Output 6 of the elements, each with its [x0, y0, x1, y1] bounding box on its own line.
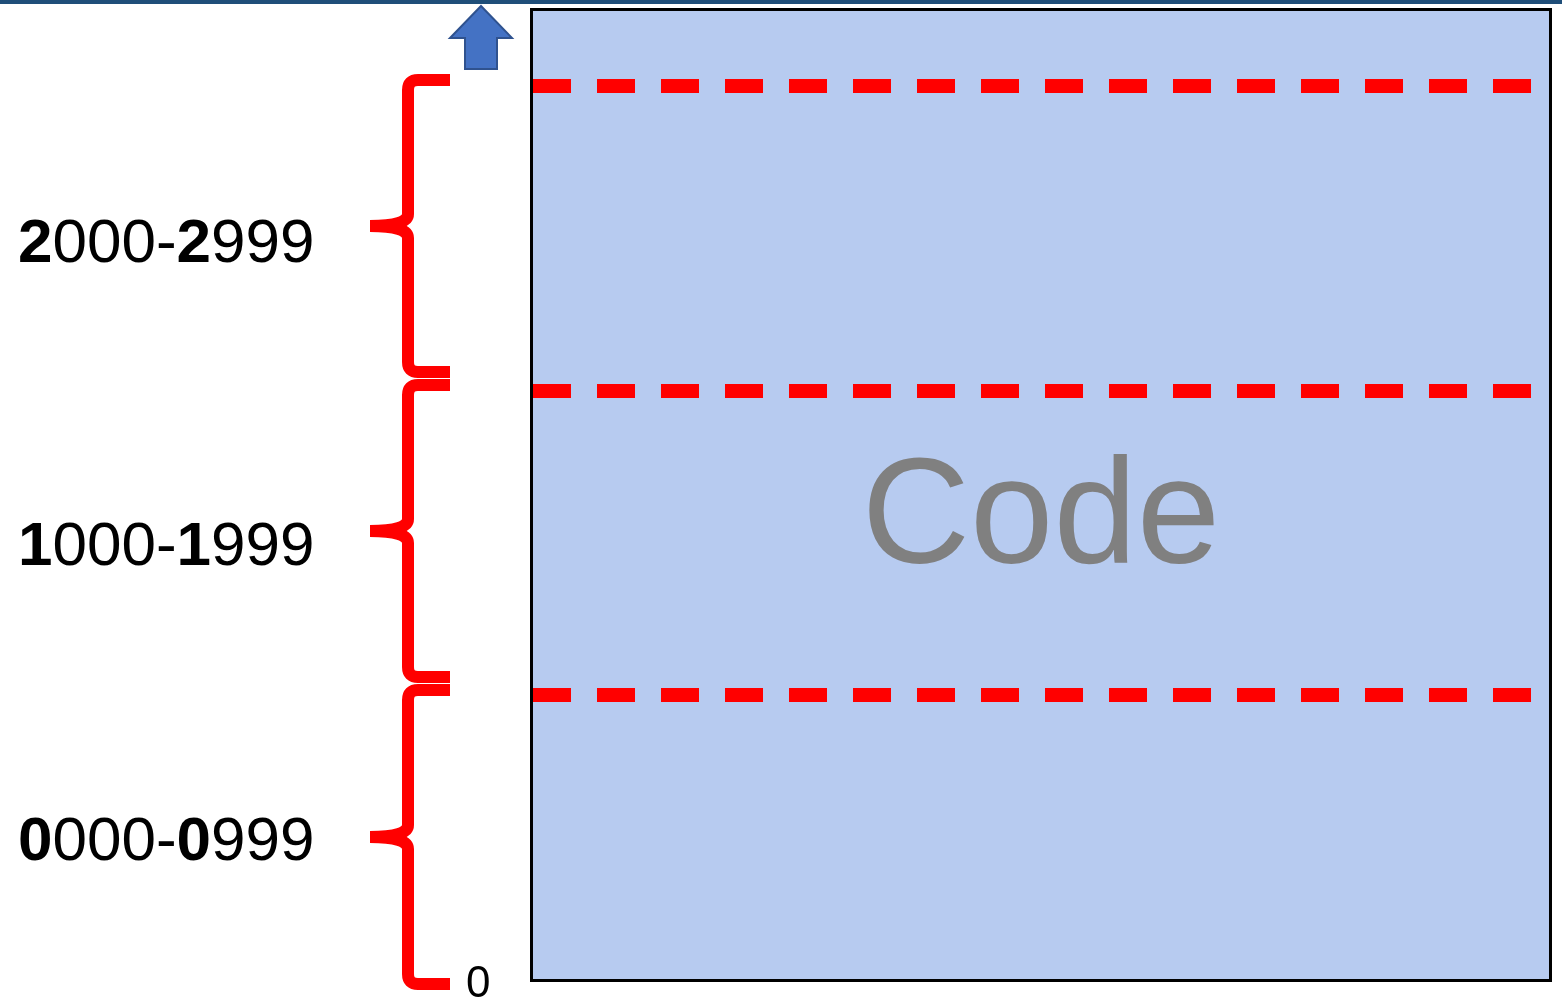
- memory-block: [530, 8, 1552, 982]
- address-label: 0: [466, 960, 491, 1002]
- address-range-label: 0000-0999: [18, 808, 315, 870]
- address-range-label: 2000-2999: [18, 210, 315, 272]
- block-label: Code: [860, 436, 1222, 586]
- address-range-label: 1000-1999: [18, 513, 315, 575]
